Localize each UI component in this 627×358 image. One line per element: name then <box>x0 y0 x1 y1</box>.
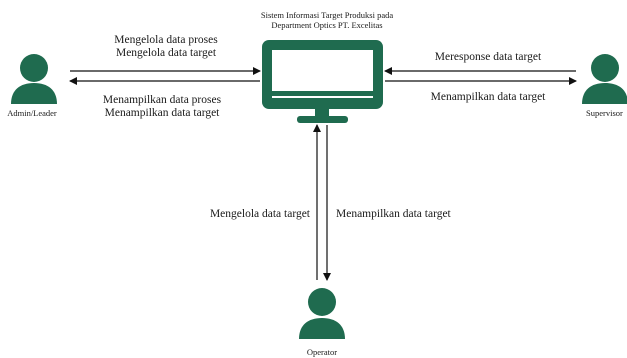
system-title-line-2: Department Optics PT. Excelitas <box>271 20 383 30</box>
system-monitor-icon <box>262 40 383 123</box>
flow-label-admin-to-system-2: Mengelola data target <box>115 47 217 59</box>
flow-label-system-to-supervisor: Menampilkan data target <box>430 91 546 103</box>
flow-label-system-to-admin-1: Menampilkan data proses <box>102 94 222 106</box>
actor-label-operator: Operator <box>306 347 338 357</box>
flow-label-system-to-admin-2: Menampilkan data target <box>104 107 220 119</box>
supervisor-user-icon <box>582 54 627 104</box>
actor-label-admin: Admin/Leader <box>7 108 57 118</box>
flow-label-system-to-operator: Menampilkan data target <box>336 208 451 220</box>
admin-user-icon <box>11 54 57 104</box>
system-title: Sistem Informasi Target Produksi pada De… <box>232 10 422 30</box>
operator-user-icon <box>299 288 345 339</box>
actor-label-supervisor: Supervisor <box>586 108 623 118</box>
flow-label-admin-to-system-1: Mengelola data proses <box>114 34 218 46</box>
flow-label-operator-to-system: Mengelola data target <box>209 208 310 220</box>
system-title-line-1: Sistem Informasi Target Produksi pada <box>260 10 394 20</box>
flow-label-supervisor-to-system: Meresponse data target <box>434 51 542 63</box>
